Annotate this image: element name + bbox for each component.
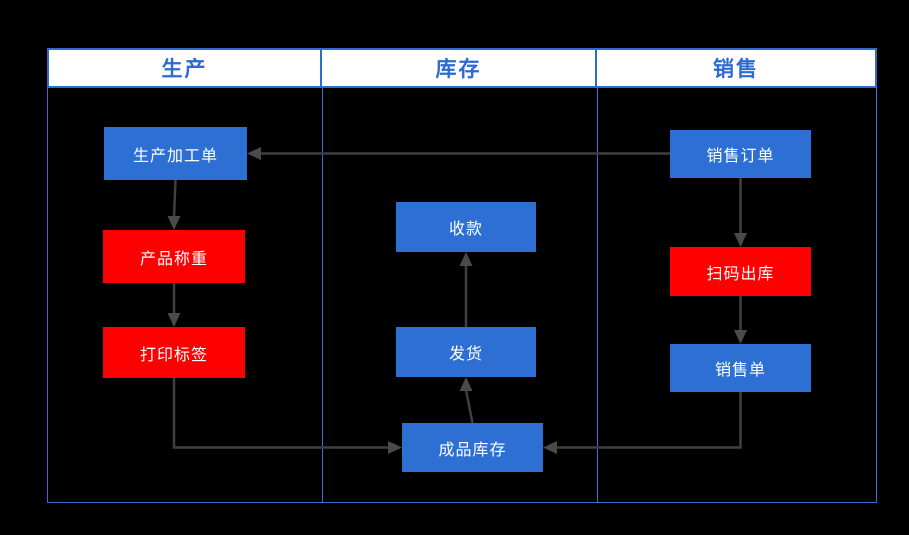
node-finished-inventory: 成品库存	[402, 423, 543, 472]
header-label-sales: 销售	[713, 58, 759, 81]
node-product-weighing: 产品称重	[103, 230, 245, 283]
header-cell-inventory: 库存	[322, 50, 597, 86]
node-sales-slip: 销售单	[670, 344, 811, 392]
header-label-production: 生产	[161, 58, 208, 81]
node-sales-order: 销售订单	[670, 130, 811, 178]
header-cell-production: 生产	[49, 50, 322, 86]
node-production-order: 生产加工单	[104, 127, 247, 180]
column-divider-1	[322, 88, 323, 502]
node-shipping: 发货	[396, 327, 536, 377]
node-collection: 收款	[396, 202, 536, 252]
node-scan-outbound: 扫码出库	[670, 247, 811, 296]
node-print-label: 打印标签	[103, 327, 245, 378]
column-divider-2	[597, 88, 598, 502]
header-cell-sales: 销售	[597, 50, 875, 86]
table-header-row: 生产 库存 销售	[47, 48, 877, 88]
header-label-inventory: 库存	[435, 58, 482, 81]
